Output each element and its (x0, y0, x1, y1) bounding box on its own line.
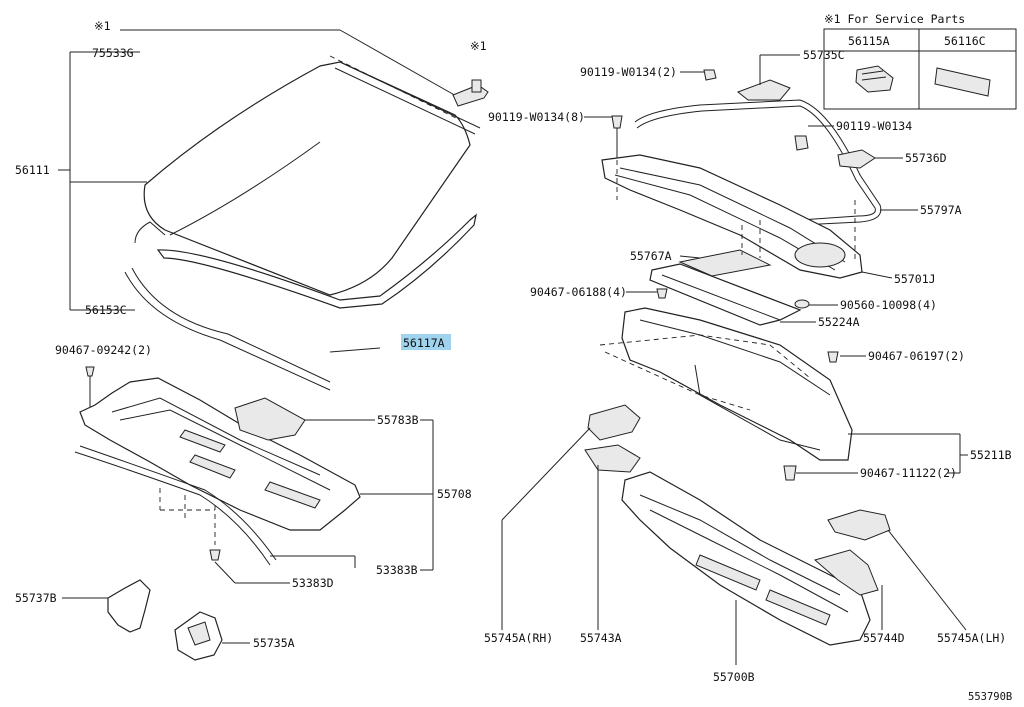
label-90119-W0134-8[interactable]: 90119-W0134(8) (488, 110, 585, 124)
windshield-dam (156, 213, 477, 309)
bracket-55744D (813, 549, 879, 596)
label-55211B[interactable]: 55211B (970, 448, 1012, 462)
molding-56116C-drawing (934, 67, 991, 97)
diagram-id: 553790B (968, 691, 1012, 703)
label-53383D[interactable]: 53383D (292, 576, 334, 590)
service-part-56115A: 56115A (848, 34, 890, 48)
label-90119-W0134[interactable]: 90119-W0134 (836, 119, 912, 133)
label-55708[interactable]: 55708 (437, 487, 472, 501)
cowl-panel-55701J (601, 154, 863, 279)
label-90467-06188[interactable]: 90467-06188(4) (530, 285, 627, 299)
clip-56115A-drawing (855, 65, 894, 93)
cowl-panel-upper-group (584, 54, 918, 326)
bracket-55737B (107, 579, 151, 633)
label-56111[interactable]: 56111 (15, 163, 50, 177)
cowl-louver (79, 377, 361, 531)
cowl-top-group (62, 366, 434, 661)
label-90119-W0134-2[interactable]: 90119-W0134(2) (580, 65, 677, 79)
label-55797A[interactable]: 55797A (920, 203, 962, 217)
bracket-55743A (584, 444, 641, 473)
label-55735C[interactable]: 55735C (803, 48, 845, 62)
label-55744D[interactable]: 55744D (863, 631, 905, 645)
label-55767A[interactable]: 55767A (630, 249, 672, 263)
label-53383B[interactable]: 53383B (376, 563, 418, 577)
windshield-group (58, 29, 489, 391)
label-note1-b: ※1 (470, 39, 487, 53)
cowl-side-panel-group (599, 307, 968, 481)
label-55745A-LH[interactable]: 55745A(LH) (937, 631, 1006, 645)
label-56117A[interactable]: 56117A (403, 336, 445, 350)
label-55743A[interactable]: 55743A (580, 631, 622, 645)
label-55783B[interactable]: 55783B (377, 413, 419, 427)
bracket-55745A-RH (587, 404, 641, 441)
service-note-title: ※1 For Service Parts (824, 12, 965, 26)
label-90467-09242[interactable]: 90467-09242(2) (55, 343, 152, 357)
label-90467-06197[interactable]: 90467-06197(2) (868, 349, 965, 363)
label-55737B[interactable]: 55737B (15, 591, 57, 605)
bracket-55735C (737, 79, 791, 101)
cowl-seal-55783B (234, 397, 306, 441)
windshield-glass (143, 61, 471, 296)
label-55701J[interactable]: 55701J (894, 272, 936, 286)
bracket-55736D (837, 149, 876, 169)
label-90467-11122[interactable]: 90467-11122(2) (860, 466, 957, 480)
service-parts-table: ※1 For Service Parts 56115A 56116C (823, 12, 1017, 110)
label-56153C[interactable]: 56153C (85, 303, 127, 317)
cowl-panel-55211B (621, 307, 853, 461)
part-labels: ※1 ※1 75533G 56111 56153C 56117A 90467-0… (15, 19, 1012, 703)
label-55735A[interactable]: 55735A (253, 636, 295, 650)
label-55736D[interactable]: 55736D (905, 151, 947, 165)
label-56117A-highlight (401, 334, 451, 350)
label-note1-a: ※1 (94, 19, 111, 33)
cowl-lower-group (501, 404, 967, 665)
label-90560-10098[interactable]: 90560-10098(4) (840, 298, 937, 312)
label-55745A-RH[interactable]: 55745A(RH) (484, 631, 553, 645)
clip-note1 (452, 84, 489, 107)
bracket-55745A-LH (827, 509, 891, 541)
pad-55767A (678, 249, 772, 277)
label-75533G[interactable]: 75533G (92, 46, 134, 60)
label-55700B[interactable]: 55700B (713, 670, 755, 684)
label-55224A[interactable]: 55224A (818, 315, 860, 329)
service-part-56116C: 56116C (944, 34, 986, 48)
